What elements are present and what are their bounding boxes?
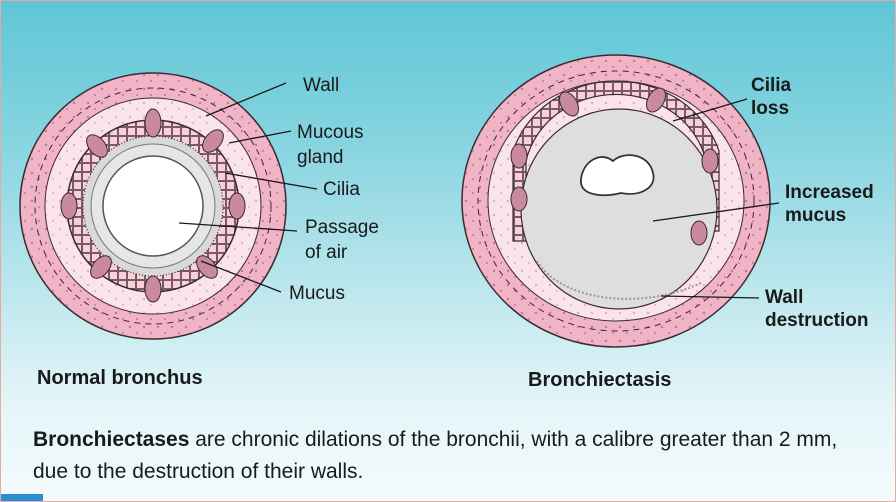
label-wall-destruction-1: Wall: [765, 287, 803, 308]
figure-tag: [1, 494, 43, 502]
label-cilia-loss-1: Cilia: [751, 75, 792, 96]
bronchiectasis-air-passage: [581, 155, 654, 195]
mucous-gland: [145, 109, 161, 137]
label-cilia: Cilia: [323, 179, 360, 200]
label-wall: Wall: [303, 75, 339, 96]
label-mucous-gland-1: Mucous: [297, 122, 364, 143]
label-increased-mucus-1: Increased: [785, 182, 874, 203]
description: Bronchiectases are chronic dilations of …: [33, 424, 853, 488]
label-mucus: Mucus: [289, 283, 345, 304]
label-increased-mucus-2: mucus: [785, 205, 846, 226]
bronchiectasis-increased-mucus: [521, 109, 717, 309]
label-wall-destruction-2: destruction: [765, 310, 868, 331]
normal-bronchus: [20, 73, 286, 339]
normal-passage-of-air: [103, 156, 203, 256]
description-term: Bronchiectases: [33, 428, 189, 451]
bronchiectasis-bronchus: [462, 55, 770, 347]
label-mucous-gland-2: gland: [297, 147, 344, 168]
label-passage-2: of air: [305, 242, 348, 263]
label-passage-1: Passage: [305, 217, 379, 238]
caption-bronchiectasis: Bronchiectasis: [528, 369, 671, 392]
caption-normal-bronchus: Normal bronchus: [37, 367, 203, 390]
label-cilia-loss-2: loss: [751, 98, 789, 119]
